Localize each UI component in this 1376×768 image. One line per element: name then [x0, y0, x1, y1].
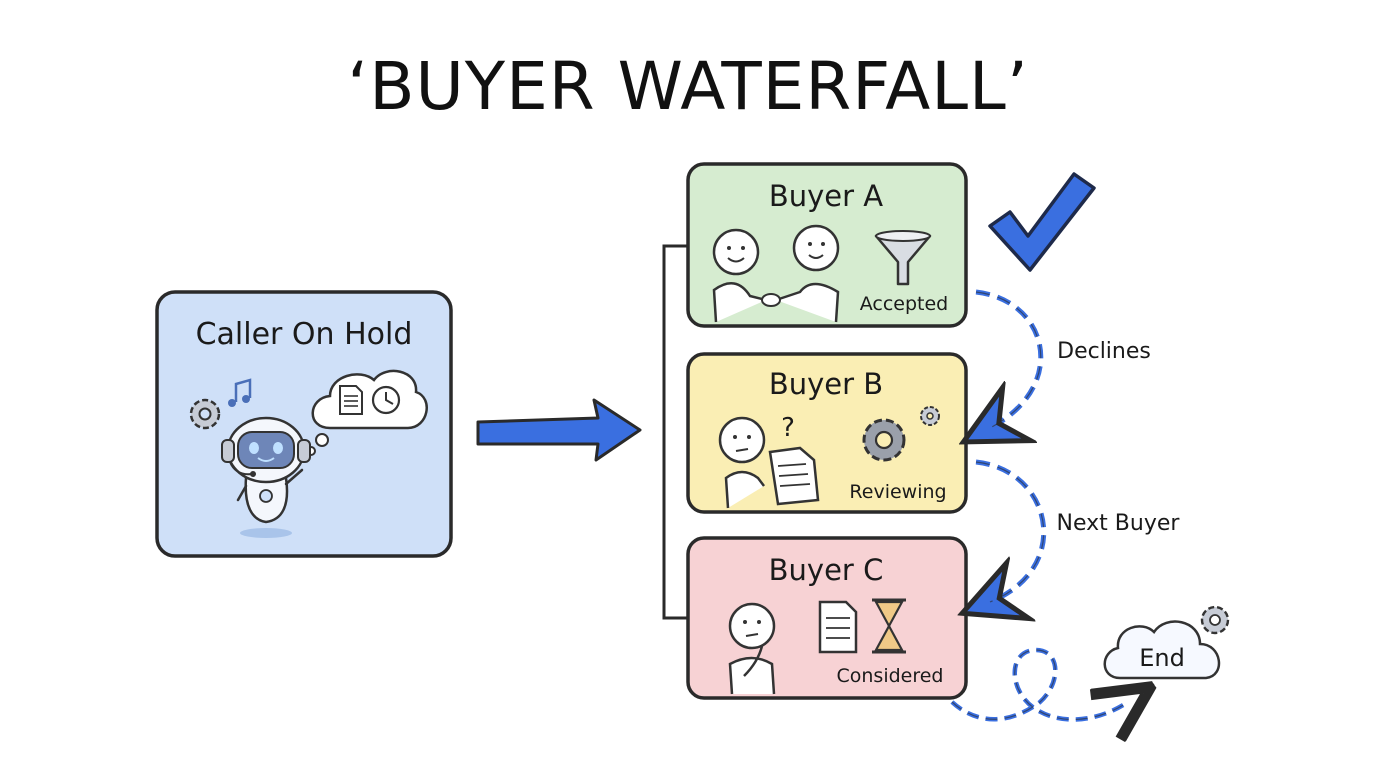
caller-box: Caller On Hold: [155, 290, 453, 558]
handshake-icon: [712, 224, 840, 323]
document-icon: [818, 600, 858, 654]
buyer-status: Accepted: [860, 293, 949, 315]
buyer-name: Buyer B: [769, 367, 883, 401]
thought-bubble-icon: [306, 369, 428, 456]
flow-arrow: [476, 398, 642, 462]
next-buyer-label: Next Buyer: [1057, 511, 1181, 536]
next-buyer-arrow: [976, 459, 1047, 602]
music-note-icon: [228, 378, 252, 407]
buyer-card-a: Buyer A Accepted: [686, 162, 968, 328]
thinking-person-icon: [728, 602, 776, 695]
buyer-status: Considered: [836, 665, 943, 687]
declines-arrow: [976, 289, 1044, 428]
gear-icon: [862, 406, 940, 462]
gear-icon: [1200, 605, 1230, 635]
svg-text:?: ?: [781, 413, 795, 443]
funnel-icon: [874, 230, 932, 286]
robot-icon: [221, 416, 311, 538]
declines-label: Declines: [1057, 339, 1151, 364]
buyer-bracket: [662, 244, 688, 620]
hourglass-icon: [872, 598, 906, 654]
caller-label: Caller On Hold: [196, 317, 413, 352]
diagram-title: ‘BUYER WATERFALL’: [347, 48, 1029, 125]
end-arrow: [950, 647, 1128, 719]
document-icon: [768, 446, 820, 506]
question-icon: ?: [718, 413, 795, 509]
clock-icon: [371, 385, 401, 415]
buyer-card-c: Buyer C Considered: [686, 536, 968, 700]
end-node: End: [1103, 605, 1230, 680]
document-icon: [339, 385, 363, 415]
gear-icon: [189, 398, 221, 430]
buyer-card-b: Buyer B ? Reviewing: [686, 352, 968, 514]
checkmark-icon: [988, 172, 1096, 272]
buyer-status: Reviewing: [849, 481, 946, 503]
end-label: End: [1139, 644, 1185, 672]
cloud-icon: [1103, 620, 1221, 680]
buyer-name: Buyer A: [769, 179, 883, 213]
buyer-name: Buyer C: [769, 553, 884, 587]
